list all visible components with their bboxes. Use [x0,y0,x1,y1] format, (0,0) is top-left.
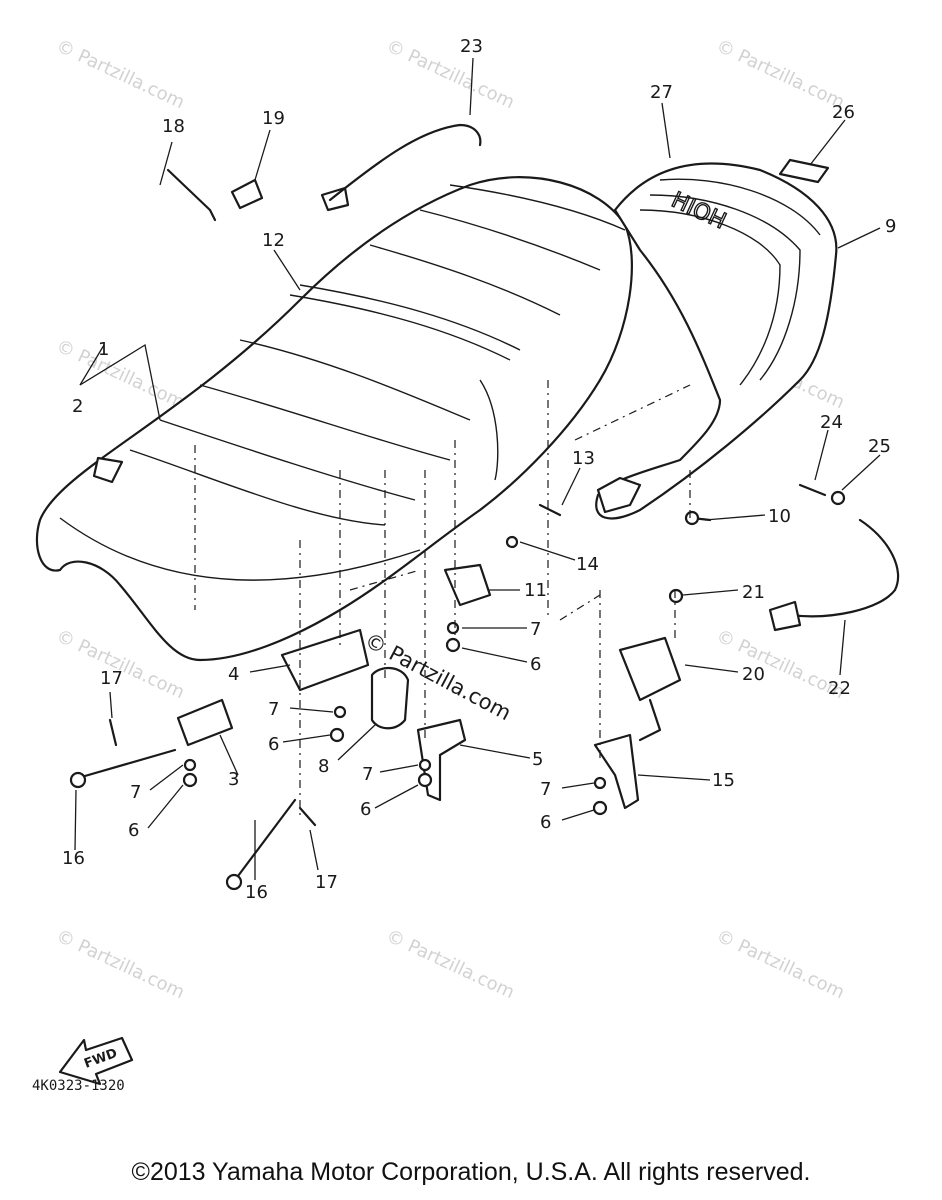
leader-lines [74,57,881,880]
callout-6: 6 [128,820,139,841]
callout-7: 7 [540,779,551,800]
nut-6 [182,772,198,788]
callout-25: 25 [868,436,891,457]
screw-21 [668,588,684,604]
callout-13: 13 [572,448,595,469]
assembly-lines [194,380,691,820]
callout-19: 19 [262,108,285,129]
washer-7 [593,776,607,790]
callout-15: 15 [712,770,735,791]
decal-26 [778,158,830,184]
callout-17: 17 [100,668,123,689]
screw-14 [505,535,519,549]
bolt-24 [798,483,827,497]
grab-bar-22 [788,518,900,618]
callout-9: 9 [885,216,896,237]
damper-8 [370,667,410,730]
watermark: © Partzilla.com [713,925,848,1003]
callout-5: 5 [532,749,543,770]
callout-8: 8 [318,756,329,777]
bracket-4 [280,628,370,692]
callout-7: 7 [362,764,373,785]
callout-12: 12 [262,230,285,251]
bracket-11 [443,563,492,607]
watermark: © Partzilla.com [713,35,848,113]
washer-25 [830,490,846,506]
callout-24: 24 [820,412,843,433]
bolt-16b [233,798,297,882]
washer-7 [418,758,432,772]
nut-6 [592,800,608,816]
callout-23: 23 [460,36,483,57]
callout-labels: 1 2 3 4 5 6 6 6 6 6 7 7 7 7 7 8 9 10 11 … [62,36,896,903]
hardware-parts [69,123,900,891]
callout-17: 17 [315,872,338,893]
callout-1: 1 [98,339,109,360]
nut-6 [445,637,461,653]
callout-10: 10 [768,506,791,527]
tail-cover: HIOH [595,162,838,520]
hook-15 [593,733,640,810]
callout-7: 7 [268,699,279,720]
bolt-13 [538,503,562,517]
watermark: © Partzilla.com [383,925,518,1003]
strap-23 [328,123,482,202]
callout-20: 20 [742,664,765,685]
callout-7: 7 [530,619,541,640]
callout-6: 6 [540,812,551,833]
callout-11: 11 [524,580,547,601]
callout-7: 7 [130,782,141,803]
callout-3: 3 [228,769,239,790]
rod-18 [166,168,217,222]
washer-7 [446,621,460,635]
pin-17b [298,806,317,827]
reference-code: 4K0323-1320 [32,1078,125,1094]
callout-27: 27 [650,82,673,103]
bolt-16a [76,748,177,780]
nut-6 [417,772,433,788]
washer-7 [333,705,347,719]
callout-21: 21 [742,582,765,603]
fwd-arrow: FWD [58,1036,134,1086]
nut-6 [329,727,345,743]
pin-17a [108,718,118,747]
callout-16: 16 [62,848,85,869]
callout-6: 6 [360,799,371,820]
callout-22: 22 [828,678,851,699]
bracket-3 [176,698,234,747]
watermark: © Partzilla.com [53,35,188,113]
callout-4: 4 [228,664,239,685]
seat-lock-20 [618,636,682,702]
washer-7 [183,758,197,772]
clip-19 [230,178,264,210]
callout-14: 14 [576,554,599,575]
copyright-notice: ©2013 Yamaha Motor Corporation, U.S.A. A… [131,1158,811,1186]
callout-26: 26 [832,102,855,123]
callout-18: 18 [162,116,185,137]
seat-assembly [35,176,633,662]
callout-16: 16 [245,882,268,903]
callout-2: 2 [72,396,83,417]
watermark: © Partzilla.com [53,925,188,1003]
callout-6: 6 [268,734,279,755]
callout-6: 6 [530,654,541,675]
watermark: © Partzilla.com [383,35,518,113]
